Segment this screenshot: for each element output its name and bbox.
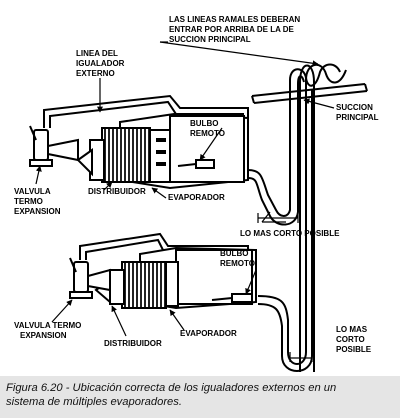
ramales-note: LAS LINEAS RAMALES DEBERAN ENTRAR POR AR…	[169, 15, 302, 44]
caption-line-2: sistema de múltiples evaporadores.	[6, 396, 182, 408]
evaporador-top-label: EVAPORADOR	[168, 193, 225, 202]
leader-lines	[35, 41, 335, 362]
top-evaporator	[76, 112, 249, 190]
valvula-top-label: VALVULA TERMO EXPANSION	[14, 187, 61, 216]
evaporador-bottom-label: EVAPORADOR	[180, 329, 237, 338]
bulbo-remoto-bottom-label: BULBO REMOTO	[220, 249, 255, 268]
distribuidor-top-label: DISTRIBUIDOR	[88, 187, 146, 196]
bottom-txv-valve	[69, 257, 111, 299]
evaporator-diagram: LAS LINEAS RAMALES DEBERAN ENTRAR POR AR…	[14, 15, 379, 372]
top-short-dimension	[257, 213, 299, 223]
top-branch-line	[247, 63, 341, 226]
valvula-bottom-label: VALVULA TERMO EXPANSION	[14, 321, 84, 340]
lo-mas-corto-top-label: LO MAS CORTO POSIBLE	[240, 229, 340, 238]
igualador-label: LINEA DEL IGUALADOR EXTERNO	[76, 49, 127, 78]
suction-header	[251, 83, 368, 104]
bulbo-remoto-top-label: BULBO REMOTO	[190, 119, 225, 138]
caption-line-1: Figura 6.20 - Ubicación correcta de los …	[6, 382, 337, 394]
top-txv-valve	[29, 125, 79, 167]
bottom-remote-bulb	[211, 293, 253, 303]
bottom-branch-line	[257, 64, 347, 372]
figure-caption: Figura 6.20 - Ubicación correcta de los …	[0, 376, 400, 418]
distribuidor-bottom-label: DISTRIBUIDOR	[104, 339, 162, 348]
succion-principal-label: SUCCION PRINCIPAL	[336, 103, 379, 122]
lo-mas-corto-bottom-label: LO MAS CORTO POSIBLE	[336, 325, 372, 354]
